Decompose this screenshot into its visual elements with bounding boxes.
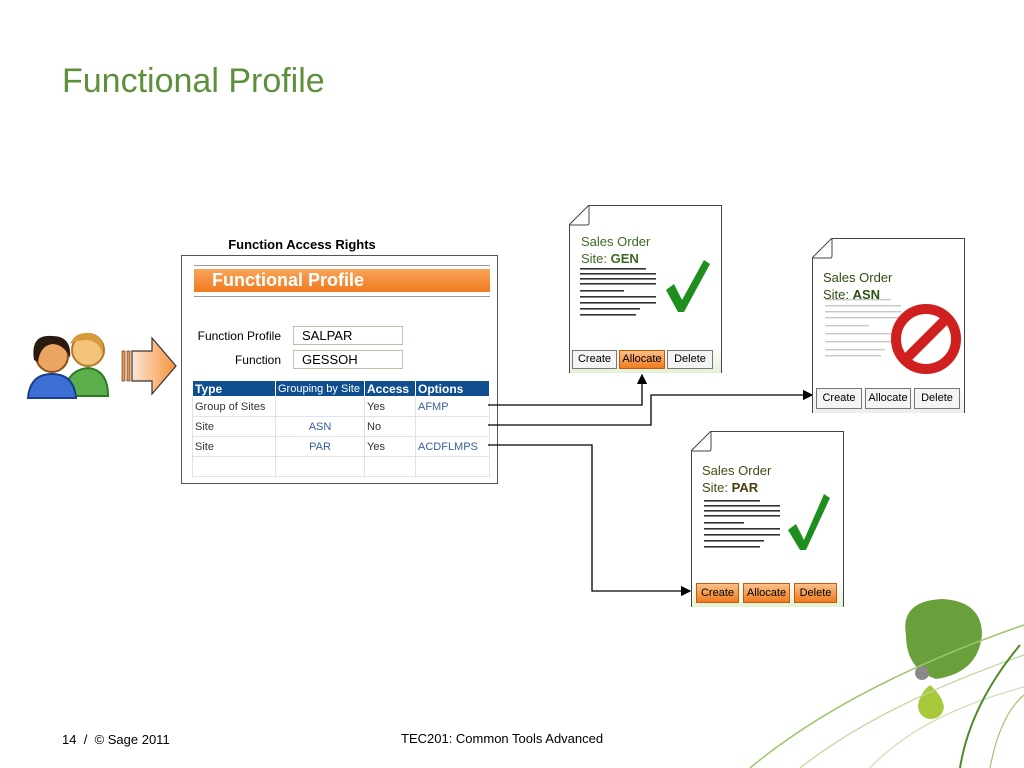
function-field[interactable]: GESSOH xyxy=(293,350,403,369)
cell-type: Group of Sites xyxy=(192,396,276,417)
page-title: Functional Profile xyxy=(62,62,325,100)
text-lines-icon xyxy=(704,500,780,548)
document-title: Sales Order xyxy=(823,270,893,285)
document-site: Site: PAR xyxy=(702,479,758,496)
document-site: Site: GEN xyxy=(581,250,639,267)
delete-button[interactable]: Delete xyxy=(794,583,837,603)
copyright: © Sage 2011 xyxy=(94,732,170,747)
connector-gen xyxy=(488,373,648,406)
divider xyxy=(194,296,490,297)
site-code: ASN xyxy=(852,287,881,302)
create-button[interactable]: Create xyxy=(572,350,617,369)
function-profile-label: Function Profile xyxy=(197,329,281,343)
site-prefix: Site: xyxy=(702,480,732,495)
cell-grouping: ASN xyxy=(275,416,365,437)
cell-options: ACDFLMPS xyxy=(415,436,490,457)
create-button[interactable]: Create xyxy=(816,388,862,409)
checkmark-icon xyxy=(666,260,710,312)
banner-title: Functional Profile xyxy=(212,270,365,290)
column-header-grouping: Grouping by Site xyxy=(275,380,365,397)
site-code: GEN xyxy=(610,251,639,266)
divider xyxy=(194,265,490,266)
prohibited-icon xyxy=(891,304,961,374)
delete-button[interactable]: Delete xyxy=(914,388,960,409)
footer-separator: / xyxy=(83,732,88,747)
users-icon xyxy=(26,333,110,399)
sage-leaf-decoration xyxy=(749,599,1024,768)
document-title: Sales Order xyxy=(702,463,772,478)
access-rights-table: Type Grouping by Site Access Options Gro… xyxy=(192,380,490,477)
connector-par xyxy=(488,444,692,597)
site-code: PAR xyxy=(731,480,759,495)
document-site: Site: ASN xyxy=(823,286,880,303)
delete-button[interactable]: Delete xyxy=(667,350,713,369)
column-header-access: Access xyxy=(364,380,416,397)
site-prefix: Site: xyxy=(581,251,611,266)
text-lines-icon xyxy=(825,299,901,357)
function-label: Function xyxy=(234,353,281,367)
page-fold-icon xyxy=(812,238,833,259)
access-rights-caption: Function Access Rights xyxy=(228,237,376,252)
page-fold-icon xyxy=(691,431,712,452)
page-number: 14 xyxy=(62,732,77,747)
create-button[interactable]: Create xyxy=(696,583,739,603)
course-title: TEC201: Common Tools Advanced xyxy=(401,731,604,746)
footer-page: 14 / © Sage 2011 xyxy=(62,732,170,747)
sales-order-par-document: Sales Order Site: PAR Create Allocate De… xyxy=(691,431,844,607)
functional-profile-banner: Functional Profile xyxy=(194,269,490,292)
text-lines-icon xyxy=(580,268,656,316)
allocate-button[interactable]: Allocate xyxy=(743,583,790,603)
site-prefix: Site: xyxy=(823,287,853,302)
allocate-button[interactable]: Allocate xyxy=(865,388,911,409)
document-title: Sales Order xyxy=(581,234,651,249)
function-profile-field[interactable]: SALPAR xyxy=(293,326,403,345)
table-row xyxy=(192,456,490,477)
table-row: Site PAR Yes ACDFLMPS xyxy=(192,436,490,457)
connector-asn xyxy=(488,389,814,426)
column-header-options: Options xyxy=(415,380,490,397)
cell-options xyxy=(415,456,490,477)
checkmark-icon xyxy=(788,494,830,550)
page-fold-icon xyxy=(569,205,590,226)
column-header-type: Type xyxy=(192,380,276,397)
allocate-button[interactable]: Allocate xyxy=(619,350,665,369)
table-row: Site ASN No xyxy=(192,416,490,437)
arrow-right-icon xyxy=(121,336,177,396)
sales-order-gen-document: Sales Order Site: GEN Create Allocate De… xyxy=(569,205,722,373)
sales-order-asn-document: Sales Order Site: ASN Create Allocate De… xyxy=(812,238,965,413)
